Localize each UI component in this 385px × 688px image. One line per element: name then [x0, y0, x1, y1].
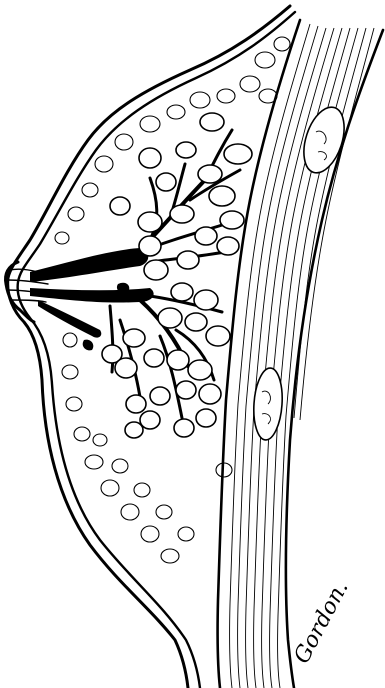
chest-wall-muscle	[218, 20, 383, 688]
signature-text: Gordon.	[290, 577, 354, 668]
skin-outline	[8, 6, 295, 688]
lymph-nodes	[252, 102, 352, 441]
lobules-lower	[102, 283, 230, 438]
artist-signature: Gordon.	[290, 577, 354, 668]
